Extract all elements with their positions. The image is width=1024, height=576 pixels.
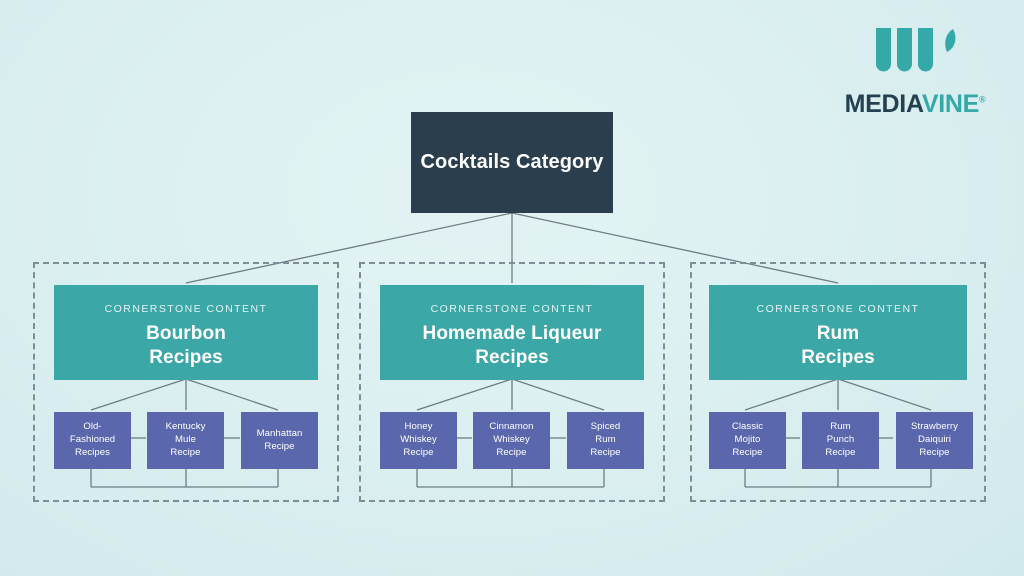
registered-mark-icon: ®: [979, 94, 986, 105]
leaf-node[interactable]: Honey Whiskey Recipe: [380, 412, 457, 469]
leaf-node[interactable]: Strawberry Daiquiri Recipe: [896, 412, 973, 469]
mediavine-m-leaf-icon: [876, 28, 956, 72]
leaf-node-label: Honey Whiskey Recipe: [400, 421, 437, 458]
leaf-node[interactable]: Manhattan Recipe: [241, 412, 318, 469]
leaf-node-label: Rum Punch Recipe: [825, 421, 856, 458]
leaf-row-bourbon: Old- Fashioned Recipes Kentucky Mule Rec…: [54, 412, 318, 469]
cornerstone-title: Bourbon Recipes: [146, 323, 226, 368]
leaf-node-label: Classic Mojito Recipe: [731, 421, 764, 458]
leaf-node-label: Strawberry Daiquiri Recipe: [911, 421, 958, 458]
cornerstone-box-rum[interactable]: Cornerstone Content Rum Recipes: [709, 285, 967, 380]
mediavine-wordmark: MEDIAVINE®: [830, 90, 1000, 119]
cornerstone-eyebrow: Cornerstone Content: [104, 303, 268, 315]
mediavine-logo: MEDIAVINE®: [830, 26, 1000, 126]
leaf-node-label: Old- Fashioned Recipes: [69, 421, 116, 458]
leaf-node[interactable]: Rum Punch Recipe: [802, 412, 879, 469]
cornerstone-title: Homemade Liqueur Recipes: [422, 323, 602, 368]
leaf-node[interactable]: Classic Mojito Recipe: [709, 412, 786, 469]
cluster-group-bourbon: Cornerstone Content Bourbon Recipes Old-…: [33, 262, 339, 502]
leaf-node-label: Spiced Rum Recipe: [590, 421, 621, 458]
cornerstone-eyebrow: Cornerstone Content: [430, 303, 594, 315]
cluster-group-homemade-liqueur: Cornerstone Content Homemade Liqueur Rec…: [359, 262, 665, 502]
leaf-node[interactable]: Spiced Rum Recipe: [567, 412, 644, 469]
leaf-node[interactable]: Cinnamon Whiskey Recipe: [473, 412, 550, 469]
leaf-node-label: Manhattan Recipe: [256, 427, 303, 452]
wordmark-media: MEDIA: [844, 90, 923, 118]
leaf-row-rum: Classic Mojito Recipe Rum Punch Recipe S…: [709, 412, 973, 469]
cluster-group-rum: Cornerstone Content Rum Recipes Classic …: [690, 262, 986, 502]
leaf-node-label: Kentucky Mule Recipe: [165, 421, 206, 458]
cornerstone-eyebrow: Cornerstone Content: [756, 303, 920, 315]
cornerstone-title: Rum Recipes: [801, 323, 875, 368]
cornerstone-box-homemade-liqueur[interactable]: Cornerstone Content Homemade Liqueur Rec…: [380, 285, 644, 380]
leaf-node[interactable]: Old- Fashioned Recipes: [54, 412, 131, 469]
leaf-node[interactable]: Kentucky Mule Recipe: [147, 412, 224, 469]
root-node-label: Cocktails Category: [420, 150, 604, 173]
root-node-cocktails-category[interactable]: Cocktails Category: [411, 112, 613, 213]
cornerstone-box-bourbon[interactable]: Cornerstone Content Bourbon Recipes: [54, 285, 318, 380]
leaf-row-homemade-liqueur: Honey Whiskey Recipe Cinnamon Whiskey Re…: [380, 412, 644, 469]
leaf-node-label: Cinnamon Whiskey Recipe: [489, 421, 534, 458]
wordmark-vine: VINE: [921, 90, 979, 118]
